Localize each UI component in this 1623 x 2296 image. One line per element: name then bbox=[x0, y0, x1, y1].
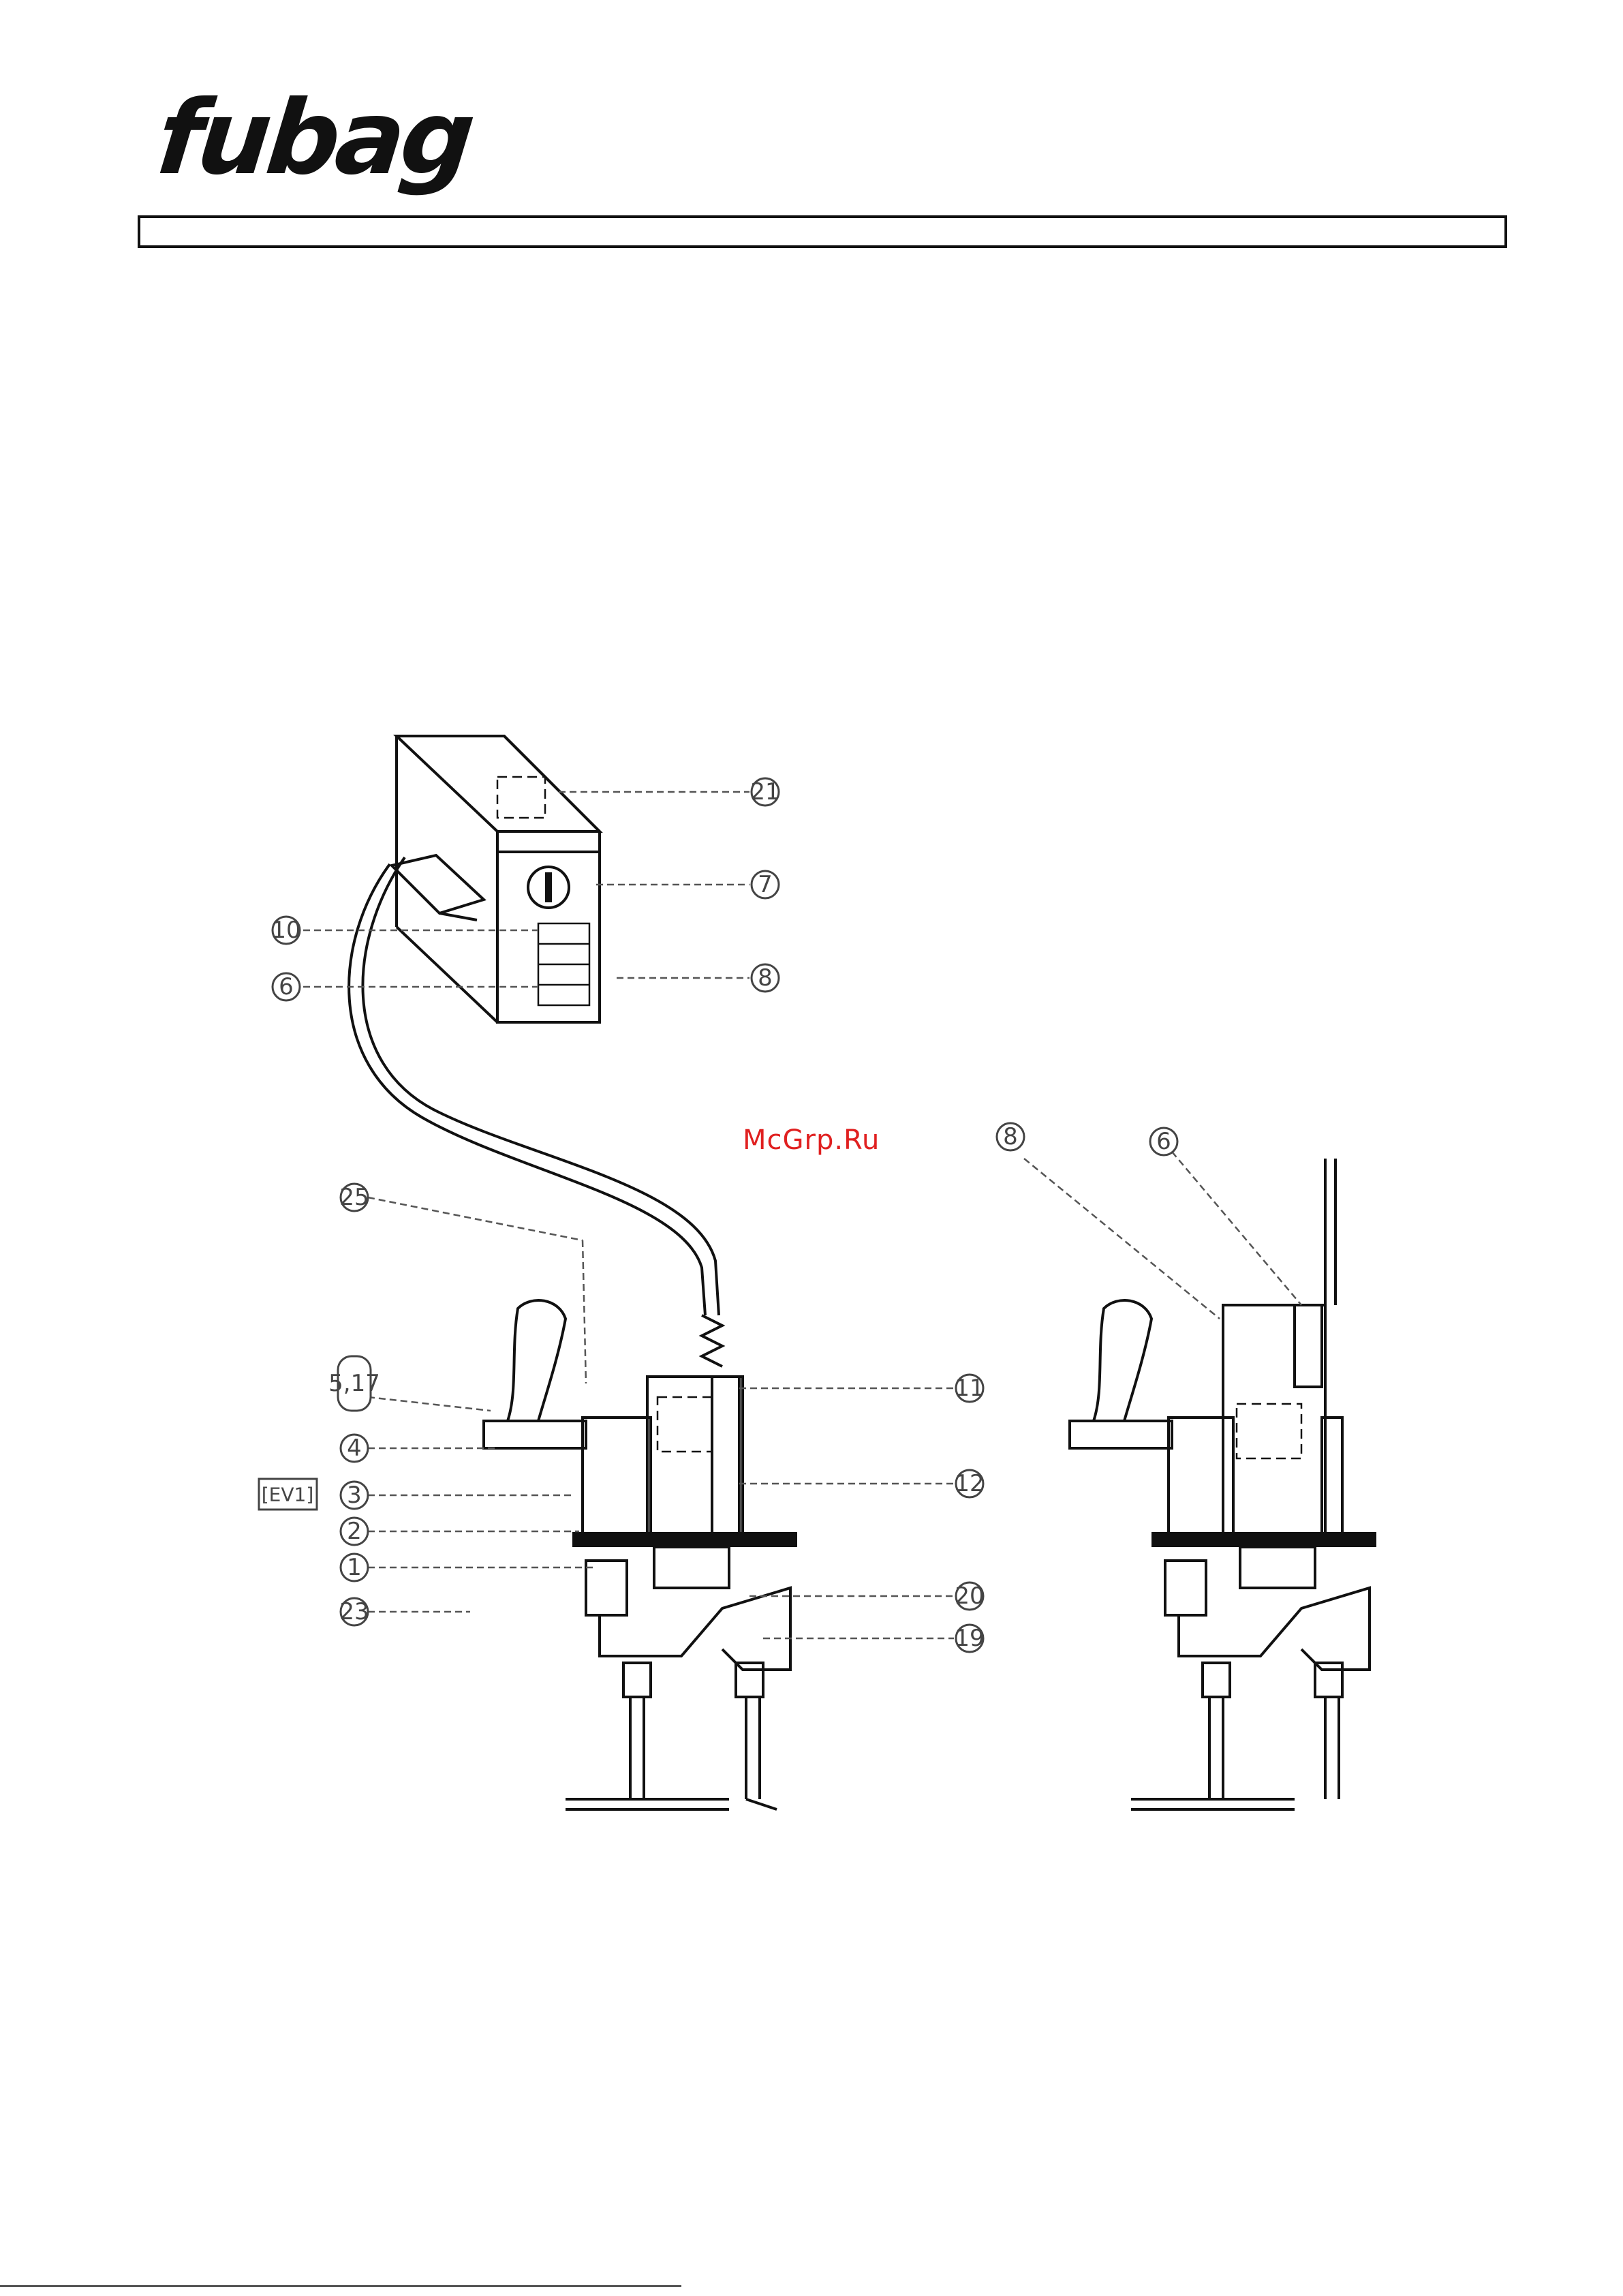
part-number-5-17: 5,17 bbox=[328, 1356, 380, 1411]
part-number-12: 12 bbox=[955, 1470, 984, 1497]
watermark-text: McGrp.Ru bbox=[743, 1124, 880, 1156]
svg-text:7: 7 bbox=[758, 871, 773, 898]
part-number-10: 10 bbox=[271, 917, 300, 944]
part-number-1: 1 bbox=[341, 1554, 368, 1581]
part-number-19: 19 bbox=[955, 1625, 984, 1652]
svg-text:10: 10 bbox=[271, 917, 300, 944]
welding-gun-main bbox=[484, 1300, 797, 1809]
svg-text:25: 25 bbox=[339, 1184, 369, 1211]
part-number-20: 20 bbox=[955, 1582, 984, 1610]
part-number-25: 25 bbox=[339, 1184, 369, 1211]
svg-text:8: 8 bbox=[1003, 1123, 1018, 1150]
welding-gun-side-view bbox=[1070, 1159, 1376, 1809]
footer-line bbox=[0, 2285, 681, 2287]
svg-text:19: 19 bbox=[955, 1625, 984, 1652]
control-box bbox=[392, 736, 600, 1022]
svg-text:6: 6 bbox=[1156, 1128, 1171, 1155]
part-number-4: 4 bbox=[341, 1435, 368, 1462]
svg-text:2: 2 bbox=[347, 1518, 362, 1545]
part-number-11: 11 bbox=[955, 1375, 984, 1402]
part-number-right-6: 6 bbox=[1150, 1128, 1177, 1155]
svg-text:11: 11 bbox=[955, 1375, 984, 1402]
svg-text:3: 3 bbox=[347, 1482, 362, 1509]
part-number-right-8: 8 bbox=[997, 1123, 1024, 1150]
svg-text:12: 12 bbox=[955, 1470, 984, 1497]
svg-text:8: 8 bbox=[758, 964, 773, 992]
part-number-3: 3 bbox=[341, 1482, 368, 1509]
svg-text:1: 1 bbox=[347, 1554, 362, 1581]
svg-text:20: 20 bbox=[955, 1582, 984, 1610]
view-tag-ev1: [EV1] bbox=[259, 1479, 317, 1510]
svg-text:[EV1]: [EV1] bbox=[262, 1484, 314, 1506]
part-number-6: 6 bbox=[273, 973, 300, 1000]
svg-text:5,17: 5,17 bbox=[328, 1370, 380, 1397]
svg-text:23: 23 bbox=[339, 1598, 369, 1625]
svg-text:4: 4 bbox=[347, 1435, 362, 1462]
part-number-21: 21 bbox=[750, 778, 779, 806]
part-number-8: 8 bbox=[752, 964, 779, 992]
part-number-7: 7 bbox=[752, 871, 779, 898]
svg-text:21: 21 bbox=[750, 778, 779, 806]
part-number-2: 2 bbox=[341, 1518, 368, 1545]
svg-text:6: 6 bbox=[279, 973, 294, 1000]
part-number-23: 23 bbox=[339, 1598, 369, 1625]
cable-spring bbox=[702, 1315, 722, 1366]
